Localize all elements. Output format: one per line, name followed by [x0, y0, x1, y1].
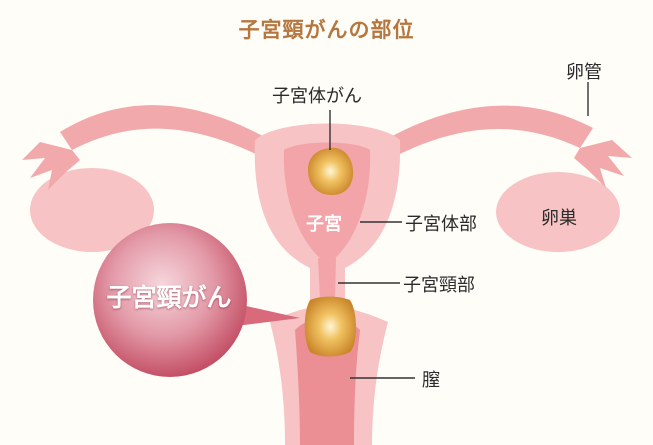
label-vagina: 膣 [422, 366, 440, 392]
left-tube [60, 105, 270, 160]
label-corpus-cancer: 子宮体がん [272, 82, 362, 108]
page-title: 子宮頸がんの部位 [0, 14, 653, 44]
label-uterine-body: 子宮体部 [405, 210, 477, 236]
label-cervical-cancer: 子宮頸がん [82, 278, 256, 314]
label-fallopian-tube: 卵管 [566, 58, 602, 84]
corpus-tumor [308, 148, 353, 195]
label-ovary: 卵巣 [541, 204, 577, 230]
label-uterus: 子宮 [306, 210, 342, 236]
label-cervix: 子宮頸部 [403, 271, 475, 297]
right-tube [385, 106, 593, 160]
cervical-tumor [305, 297, 356, 357]
